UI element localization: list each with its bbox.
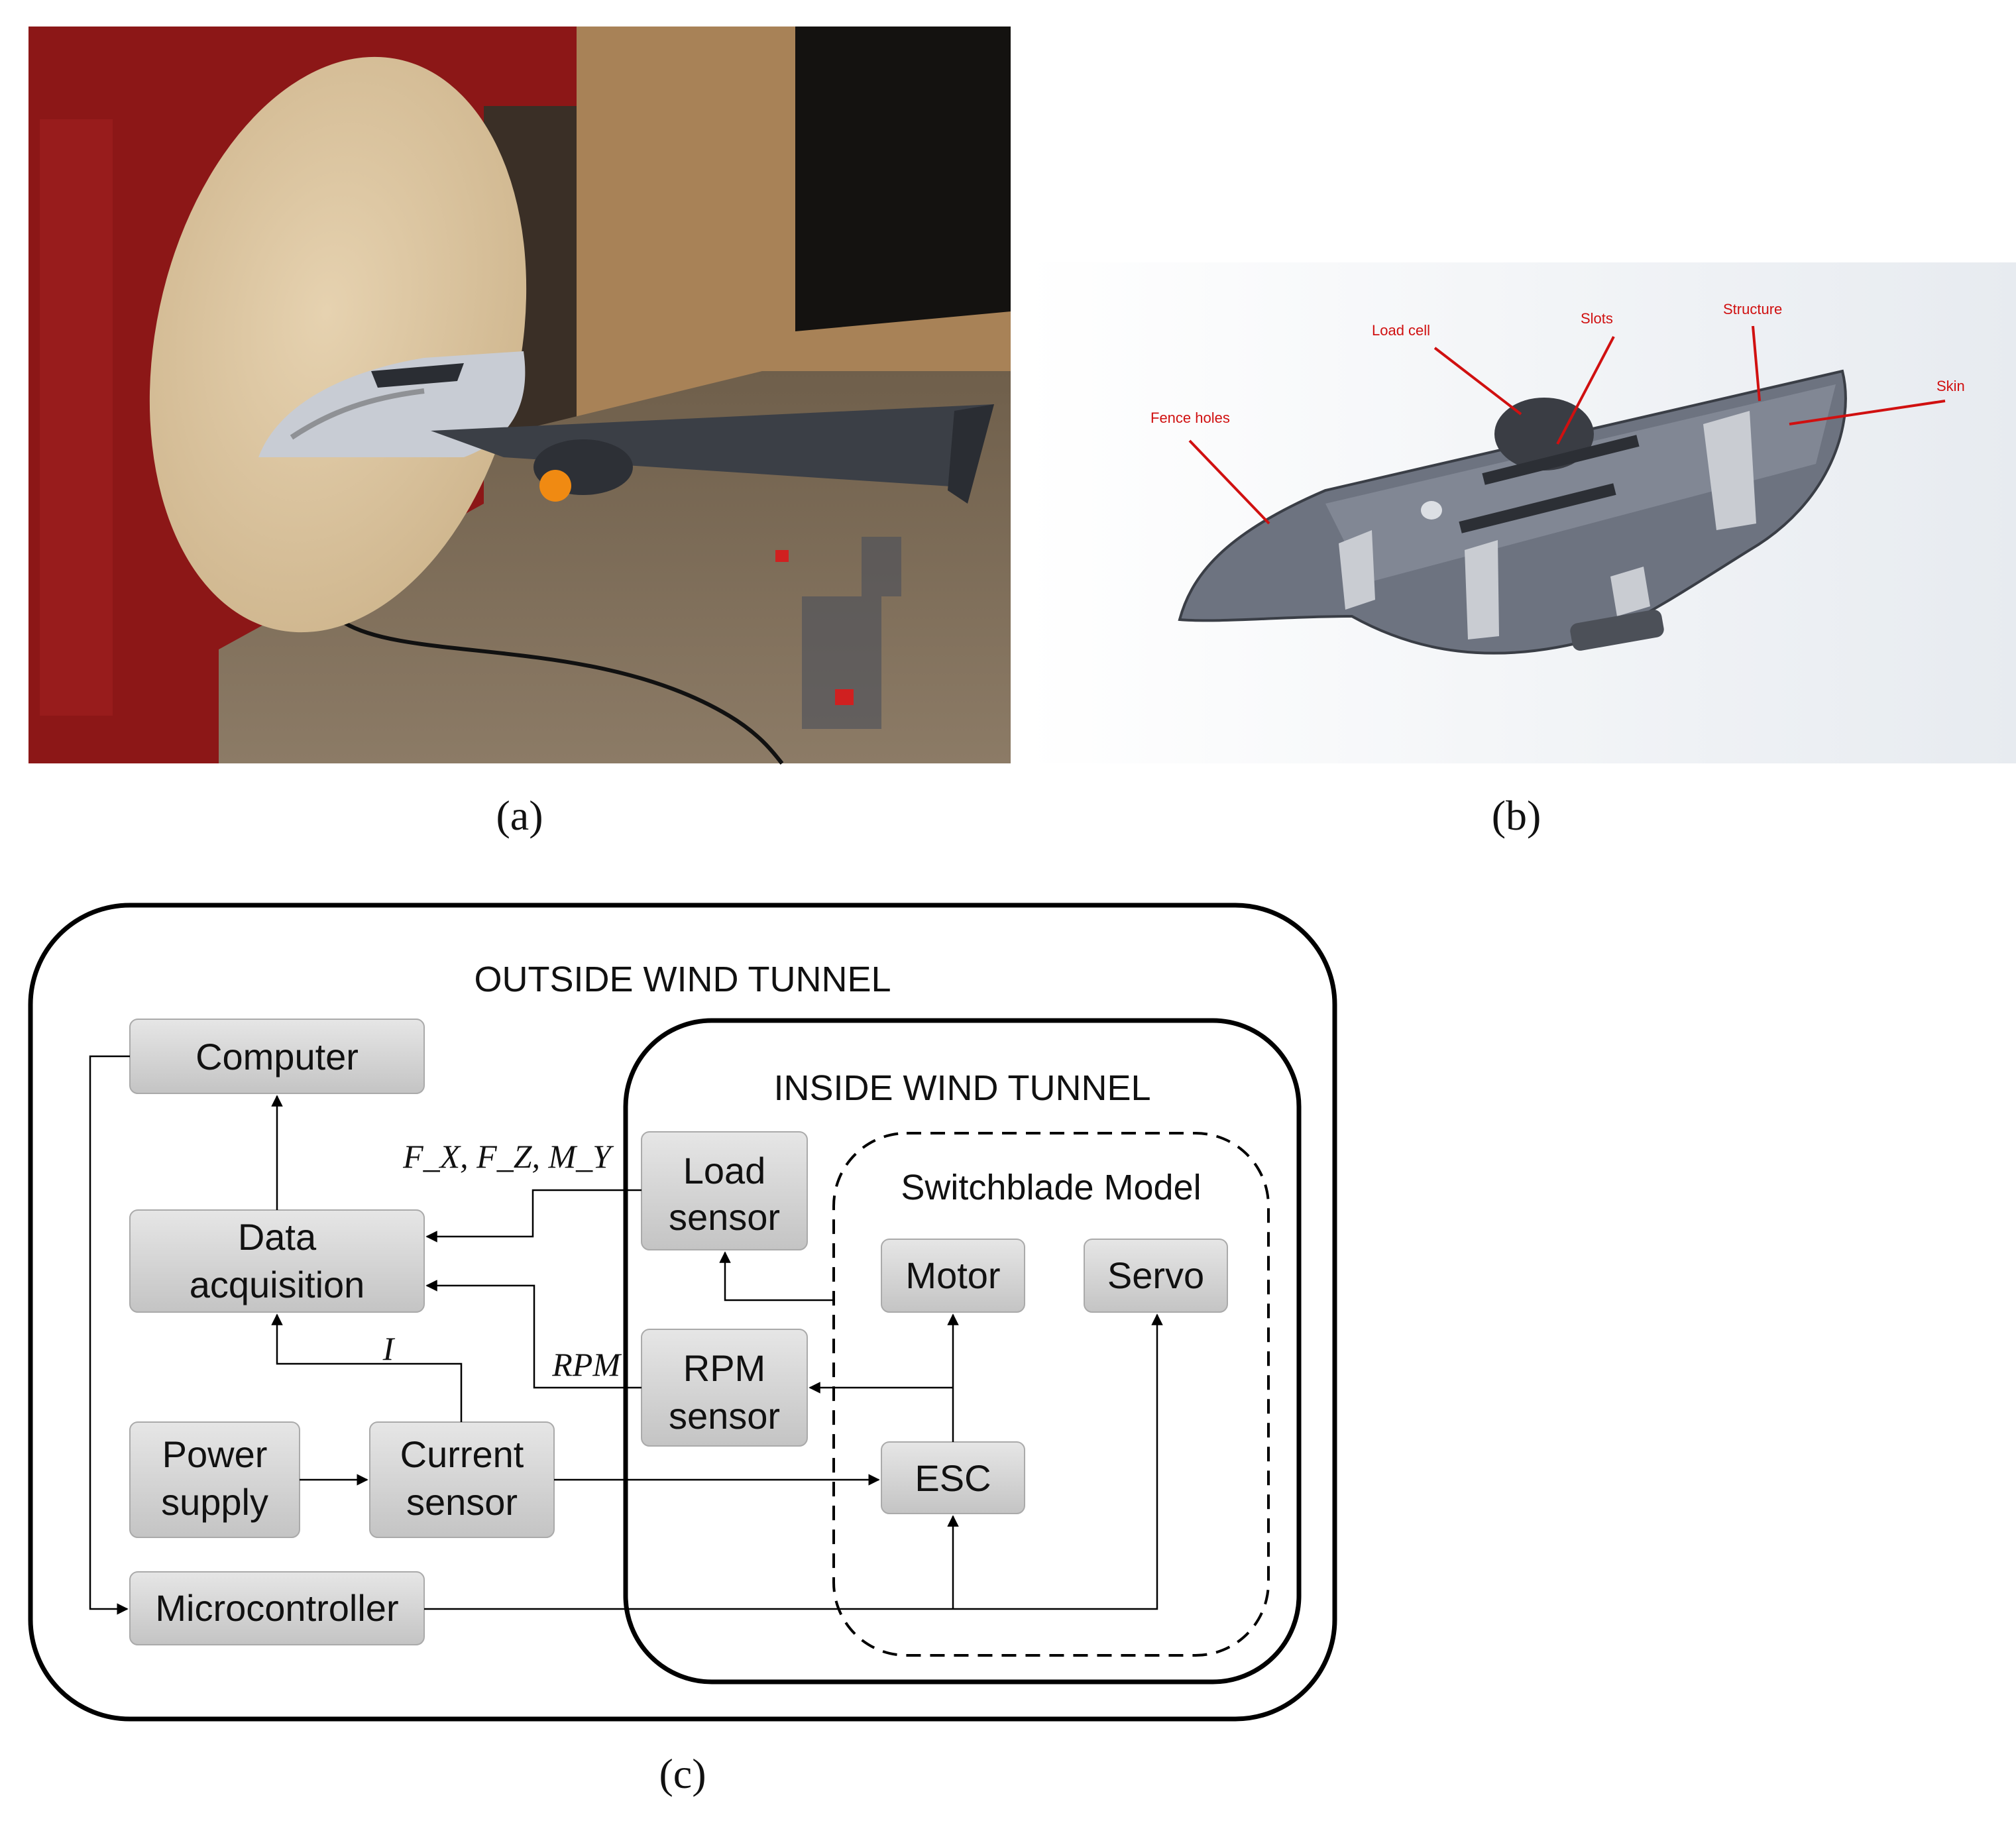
data-acquisition-label-1: Data bbox=[238, 1216, 317, 1258]
rpm-sensor-label-1: RPM bbox=[683, 1347, 765, 1389]
tunnel-opening bbox=[795, 27, 1011, 331]
line-current-to-daq bbox=[271, 1313, 463, 1422]
label-structure: Structure bbox=[1723, 301, 1782, 317]
inside-container bbox=[623, 1018, 1302, 1685]
line-rpm-to-daq bbox=[425, 1280, 642, 1389]
servo-label: Servo bbox=[1107, 1254, 1204, 1296]
line-computer-to-micro bbox=[89, 1055, 130, 1615]
slots-shape bbox=[1482, 435, 1640, 485]
line-micro-to-servo bbox=[424, 1313, 1163, 1610]
servo-block bbox=[1084, 1239, 1228, 1313]
power-supply-label-1: Power bbox=[162, 1433, 268, 1475]
rpm-signal-label: RPM bbox=[551, 1346, 622, 1383]
label-fence-holes: Fence holes bbox=[1150, 410, 1230, 426]
forces-signal-label: F_X, F_Z, M_Y bbox=[402, 1138, 614, 1175]
caption-b: (b) bbox=[1492, 792, 1541, 839]
motor-label: Motor bbox=[905, 1254, 1000, 1296]
panel-b-cad bbox=[1026, 262, 2016, 763]
current-signal-label: I bbox=[382, 1330, 396, 1367]
current-sensor-label-2: sensor bbox=[406, 1481, 518, 1523]
label-slots: Slots bbox=[1581, 310, 1613, 327]
outside-wind-tunnel-title: OUTSIDE WIND TUNNEL bbox=[474, 960, 891, 999]
model-container bbox=[832, 1132, 1270, 1657]
microcontroller-label: Microcontroller bbox=[155, 1587, 398, 1629]
computer-label: Computer bbox=[196, 1036, 359, 1078]
current-sensor-label-1: Current bbox=[400, 1433, 524, 1475]
caption-c: (c) bbox=[659, 1750, 706, 1797]
panel-c-diagram bbox=[28, 903, 1337, 1722]
caption-a: (a) bbox=[496, 792, 543, 839]
motor-block bbox=[881, 1239, 1025, 1313]
line-model-to-load bbox=[719, 1251, 834, 1301]
load-sensor-label-1: Load bbox=[683, 1150, 766, 1191]
data-acquisition-label-2: acquisition bbox=[190, 1264, 365, 1305]
rpm-sensor-label-2: sensor bbox=[669, 1395, 780, 1437]
line-load-to-daq bbox=[425, 1189, 642, 1243]
power-supply-label-2: supply bbox=[161, 1481, 268, 1523]
cable bbox=[343, 621, 784, 765]
splitter-disc bbox=[149, 56, 527, 633]
wing bbox=[431, 404, 994, 487]
panel-a-photo bbox=[28, 27, 1011, 765]
load-sensor-label-2: sensor bbox=[669, 1196, 780, 1238]
esc-label: ESC bbox=[915, 1457, 991, 1499]
inside-wind-tunnel-title: INSIDE WIND TUNNEL bbox=[773, 1068, 1150, 1108]
label-load-cell: Load cell bbox=[1372, 322, 1430, 339]
spinner bbox=[539, 470, 571, 502]
switchblade-model-title: Switchblade Model bbox=[901, 1168, 1201, 1207]
outside-container bbox=[28, 903, 1337, 1722]
label-skin: Skin bbox=[1936, 378, 1965, 394]
